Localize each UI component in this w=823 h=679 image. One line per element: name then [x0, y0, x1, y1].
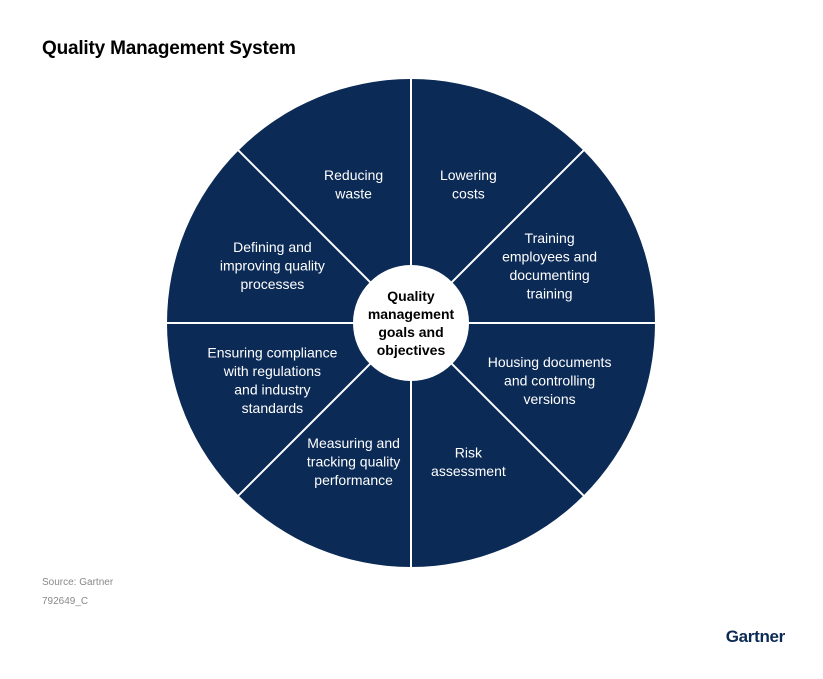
segment-divider: [236, 148, 373, 285]
segment-label-line: Housing documents: [488, 354, 612, 370]
center-label-text: Quality management goals and objectives: [368, 288, 455, 358]
segment-divider: [449, 148, 586, 285]
segment-label-line: with regulations: [223, 363, 321, 379]
segment-label-4: Risk assessment: [431, 444, 506, 479]
segment-label-line: Risk: [455, 444, 483, 460]
segment-label-line: and industry: [234, 382, 310, 398]
center-label-line: goals and: [378, 324, 443, 340]
center-label-line: Quality: [387, 288, 435, 304]
segment-divider: [236, 361, 373, 498]
diagram-title: Quality Management System: [42, 38, 296, 59]
segment-label-line: Reducing: [324, 167, 383, 183]
segment-label-6: Ensuring compliance with regulations and i…: [207, 345, 337, 417]
center-hub-label: Quality management goals and objectives: [368, 288, 455, 358]
segment-label-line: assessment: [431, 463, 506, 479]
segment-label-line: waste: [334, 186, 372, 202]
segment-label-line: versions: [524, 391, 576, 407]
segment-label-line: documenting: [509, 267, 589, 283]
segment-label-2: Training employees and documenting training: [502, 230, 597, 301]
center-label-line: objectives: [377, 342, 446, 358]
gartner-logo: Gartner: [725, 627, 786, 646]
center-hub: [353, 265, 469, 381]
segment-label-line: standards: [242, 400, 303, 416]
segment-label-line: costs: [452, 186, 485, 202]
segment-divider: [449, 361, 586, 498]
segment-label-line: Ensuring compliance: [207, 345, 337, 361]
segment-label-line: Defining and: [233, 239, 312, 255]
segment-label-5: Measuring and tracking quality performance: [307, 435, 400, 488]
segment-label-1: Lowering costs: [440, 167, 497, 202]
segment-label-line: Training: [525, 230, 575, 246]
segment-label-line: Lowering: [440, 167, 497, 183]
segment-label-line: employees and: [502, 248, 597, 264]
segment-label-7: Defining and improving quality processes: [220, 239, 325, 292]
segment-label-line: tracking quality: [307, 454, 400, 470]
center-label-line: management: [368, 306, 455, 322]
segment-label-line: improving quality: [220, 258, 325, 274]
segment-label-line: processes: [241, 276, 305, 292]
segment-label-line: performance: [314, 472, 393, 488]
segment-label-3: Housing documents and controlling versions: [488, 354, 612, 407]
source-note: Source: Gartner: [42, 577, 114, 588]
segment-label-line: and controlling: [504, 372, 595, 388]
segment-label-line: training: [527, 285, 573, 301]
segment-label-8: Reducing waste: [324, 167, 383, 202]
figure-id: 792649_C: [42, 596, 89, 607]
segment-label-line: Measuring and: [307, 435, 400, 451]
segment-dividers: [165, 77, 657, 569]
